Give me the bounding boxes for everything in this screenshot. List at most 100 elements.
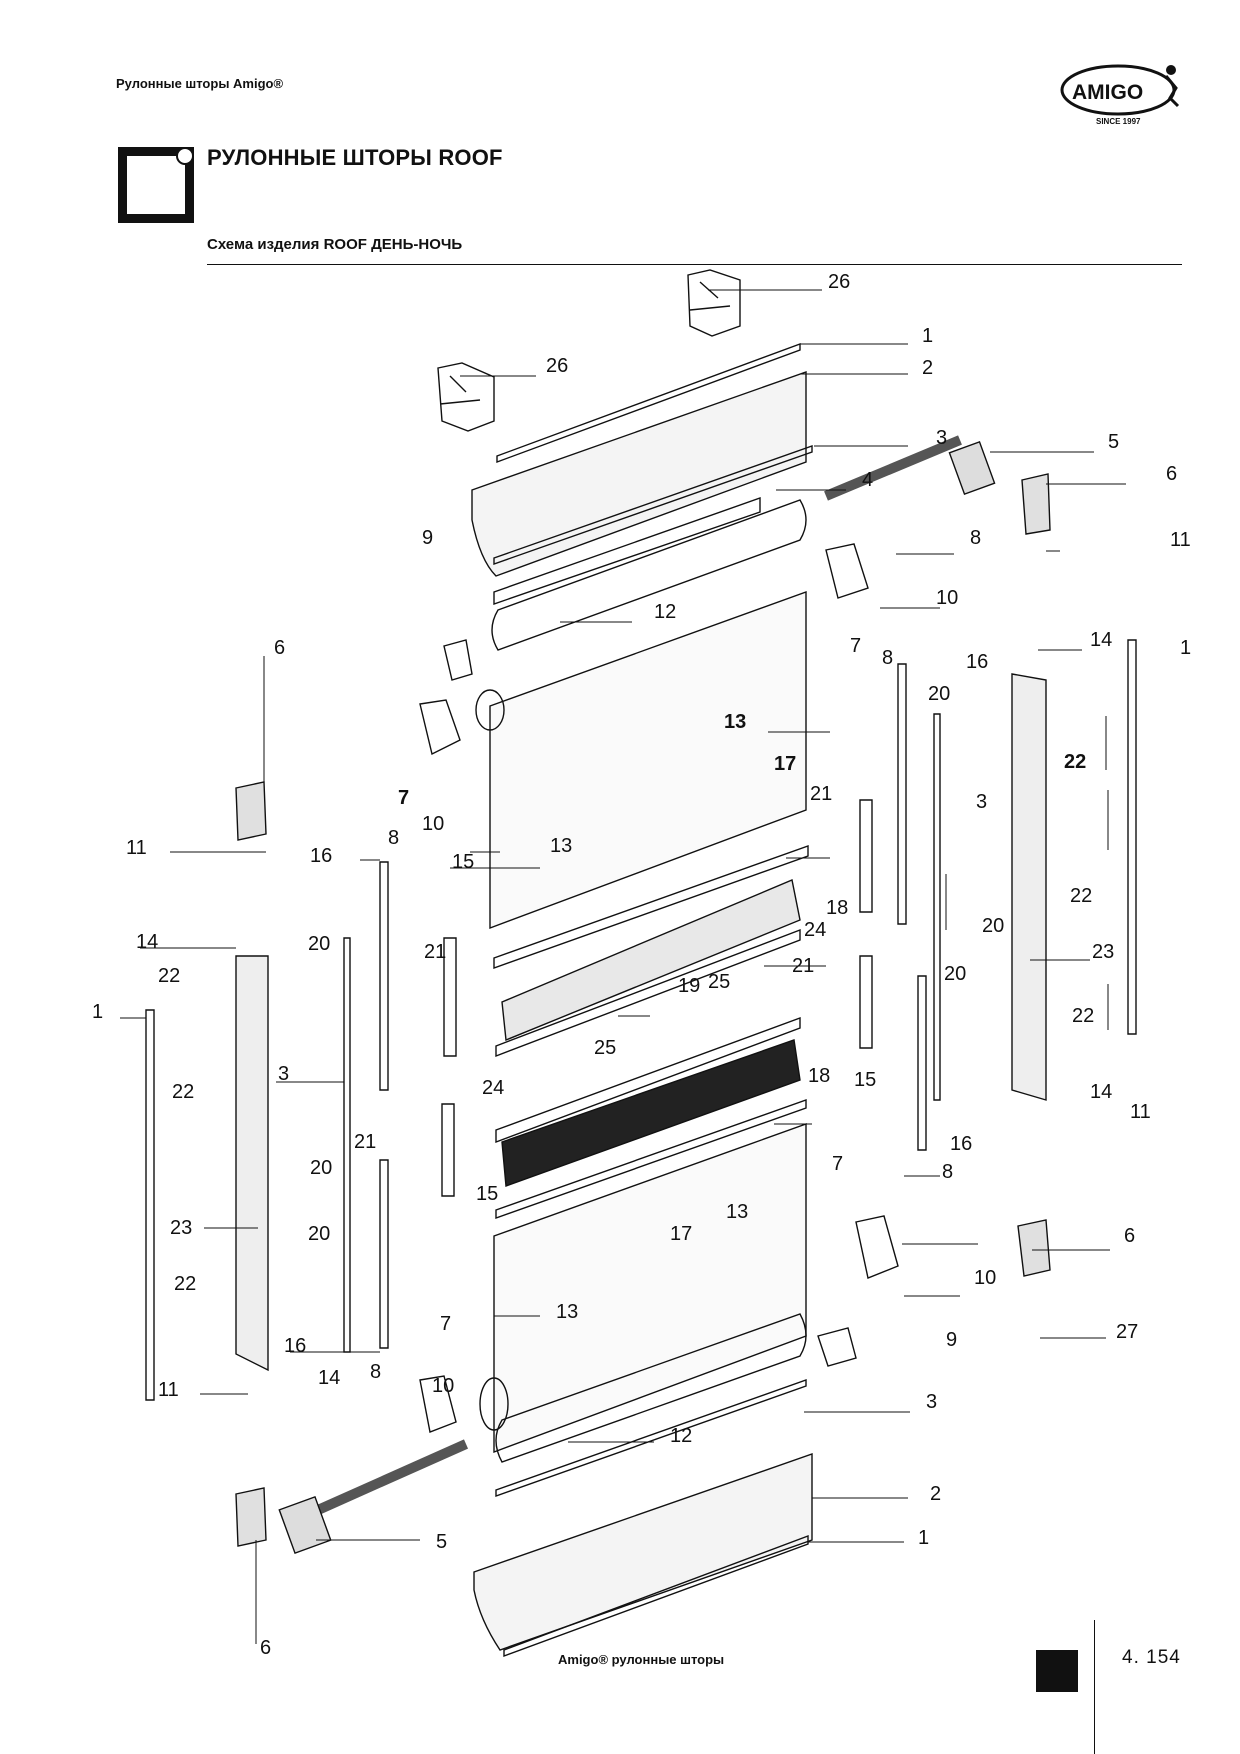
callout: 6 — [1124, 1225, 1135, 1247]
callout: 10 — [974, 1267, 996, 1289]
callout: 22 — [172, 1081, 194, 1103]
bracket-26-top — [687, 269, 741, 337]
callout: 1 — [918, 1527, 929, 1549]
callout: 13 — [550, 835, 572, 857]
callout: 6 — [274, 637, 285, 659]
plug-9-top — [443, 639, 473, 681]
callout: 18 — [826, 897, 848, 919]
callout: 8 — [882, 647, 893, 669]
part-21-left-lower — [441, 1103, 455, 1197]
callout: 1 — [92, 1001, 103, 1023]
callout: 22 — [158, 965, 180, 987]
callout: 21 — [792, 955, 814, 977]
callout: 23 — [1092, 941, 1114, 963]
callout: 5 — [1108, 431, 1119, 453]
title-rule — [207, 264, 1182, 265]
profile-1-lower — [503, 1534, 809, 1658]
callout: 4 — [862, 469, 873, 491]
callout: 20 — [944, 963, 966, 985]
callout: 15 — [476, 1183, 498, 1205]
callout: 8 — [370, 1361, 381, 1383]
callout: 22 — [174, 1273, 196, 1295]
logo-tagline: SINCE 1997 — [1096, 117, 1141, 126]
callout: 9 — [422, 527, 433, 549]
callout: 20 — [928, 683, 950, 705]
callout: 7 — [850, 635, 861, 657]
callout: 3 — [278, 1063, 289, 1085]
callout: 7 — [440, 1313, 451, 1335]
callout: 21 — [424, 941, 446, 963]
callout: 14 — [318, 1367, 340, 1389]
callout: 17 — [670, 1223, 692, 1245]
callout: 2 — [930, 1483, 941, 1505]
callout: 21 — [810, 783, 832, 805]
bar-24 — [495, 1016, 801, 1144]
guide-3-left — [343, 937, 351, 1353]
end-cap-6-right-lower — [1017, 1219, 1051, 1277]
callout: 12 — [670, 1425, 692, 1447]
callout: 8 — [388, 827, 399, 849]
callout: 2 — [922, 357, 933, 379]
callout: 23 — [170, 1217, 192, 1239]
callout: 11 — [158, 1379, 179, 1401]
callout: 6 — [260, 1637, 271, 1659]
callout: 27 — [1116, 1321, 1138, 1343]
callout: 13 — [726, 1201, 748, 1223]
bottom-rail-18-top — [501, 879, 801, 1042]
callout: 26 — [546, 355, 568, 377]
callout: 11 — [1130, 1101, 1151, 1123]
spring-head-5-top — [948, 440, 996, 496]
callout: 14 — [1090, 1081, 1112, 1103]
callout: 11 — [126, 837, 147, 859]
amigo-logo: AMIGO SINCE 1997 — [1060, 64, 1180, 126]
diagram-subtitle: Схема изделия ROOF ДЕНЬ-НОЧЬ — [207, 236, 463, 253]
roll-end-top — [475, 689, 505, 731]
callout: 16 — [950, 1133, 972, 1155]
callout: 3 — [936, 427, 947, 449]
plug-9-lower — [817, 1327, 857, 1367]
callout: 20 — [310, 1157, 332, 1179]
callout: 17 — [774, 753, 796, 775]
guide-16-right — [897, 663, 907, 925]
spring-5-lower — [315, 1439, 469, 1515]
part-21-right — [859, 799, 873, 913]
callout: 21 — [354, 1131, 376, 1153]
callout: 1 — [922, 325, 933, 347]
part-21-left — [443, 937, 457, 1057]
end-cap-6-left — [235, 781, 267, 841]
callout: 8 — [942, 1161, 953, 1183]
callout: 10 — [422, 813, 444, 835]
bar-17-top — [493, 845, 809, 969]
guide-16-right-lower — [917, 975, 927, 1151]
page-title: РУЛОННЫЕ ШТОРЫ ROOF — [207, 145, 503, 170]
guide-1-right — [1127, 639, 1137, 1035]
logo-wordmark: AMIGO — [1072, 81, 1143, 104]
callout: 22 — [1072, 1005, 1094, 1027]
footer-divider — [1094, 1620, 1095, 1754]
callout: 5 — [436, 1531, 447, 1553]
callout: 10 — [936, 587, 958, 609]
guide-3-right — [933, 713, 941, 1101]
callout: 7 — [832, 1153, 843, 1175]
roll-end-lower — [479, 1377, 509, 1431]
roller-tube-12-lower — [495, 1313, 807, 1463]
guide-23-left — [235, 955, 269, 1372]
callout: 20 — [982, 915, 1004, 937]
callout: 7 — [398, 787, 409, 809]
square-frame-icon — [118, 147, 194, 223]
part-21-right-lower — [859, 955, 873, 1049]
callout: 16 — [284, 1335, 306, 1357]
callout: 14 — [136, 931, 158, 953]
callout: 3 — [976, 791, 987, 813]
callout: 9 — [946, 1329, 957, 1351]
callout: 20 — [308, 933, 330, 955]
callout: 25 — [594, 1037, 616, 1059]
callout: 14 — [1090, 629, 1112, 651]
profile-3-lower — [495, 1379, 807, 1497]
spring-head-5-lower — [278, 1495, 332, 1555]
footer-black-block — [1036, 1650, 1078, 1692]
guide-1-left — [145, 1009, 155, 1401]
header-brand: Рулонные шторы Amigo® — [116, 76, 284, 91]
callout: 15 — [854, 1069, 876, 1091]
end-cap-6-lower — [235, 1487, 267, 1547]
